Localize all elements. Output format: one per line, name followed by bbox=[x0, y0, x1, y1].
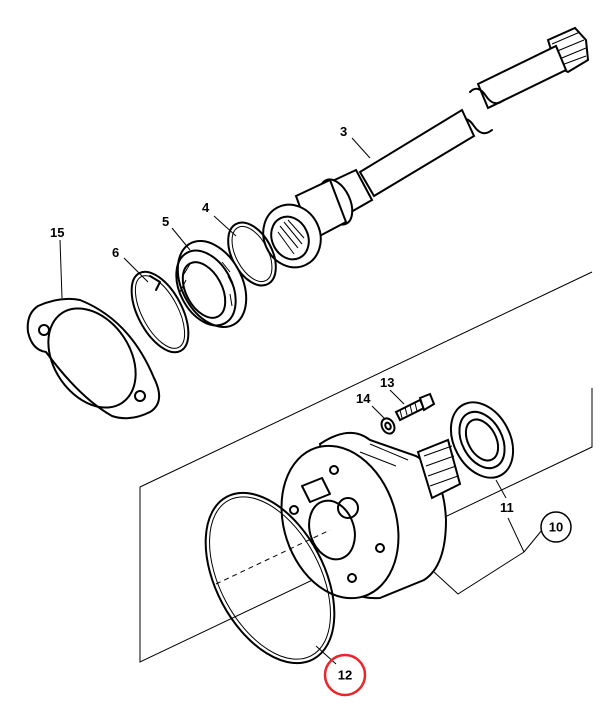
callout-3: 3 bbox=[340, 124, 347, 139]
retaining-ring-part-6 bbox=[123, 257, 190, 354]
callout-13: 13 bbox=[380, 375, 394, 390]
callout-6: 6 bbox=[112, 245, 119, 260]
callout-12-highlight: 12 bbox=[323, 653, 367, 697]
gasket-part-15 bbox=[26, 239, 161, 420]
bolt-part-13 bbox=[389, 389, 436, 422]
callout-14: 14 bbox=[356, 391, 371, 406]
o-ring-part-12 bbox=[204, 491, 337, 665]
shaft-part-3 bbox=[262, 26, 590, 269]
bearing-part-5 bbox=[171, 227, 248, 328]
callout-10: 10 bbox=[549, 519, 563, 534]
callout-12: 12 bbox=[338, 667, 352, 682]
washer-part-14 bbox=[371, 405, 396, 435]
callout-5: 5 bbox=[162, 214, 169, 229]
seal-part-11 bbox=[449, 401, 515, 499]
callout-11: 11 bbox=[500, 500, 514, 515]
callout-4: 4 bbox=[202, 200, 210, 215]
highlight-circle bbox=[323, 653, 367, 697]
callout-15: 15 bbox=[50, 225, 64, 240]
pump-housing-part-10 bbox=[215, 432, 543, 600]
callout-10-circle: 10 bbox=[540, 511, 572, 543]
